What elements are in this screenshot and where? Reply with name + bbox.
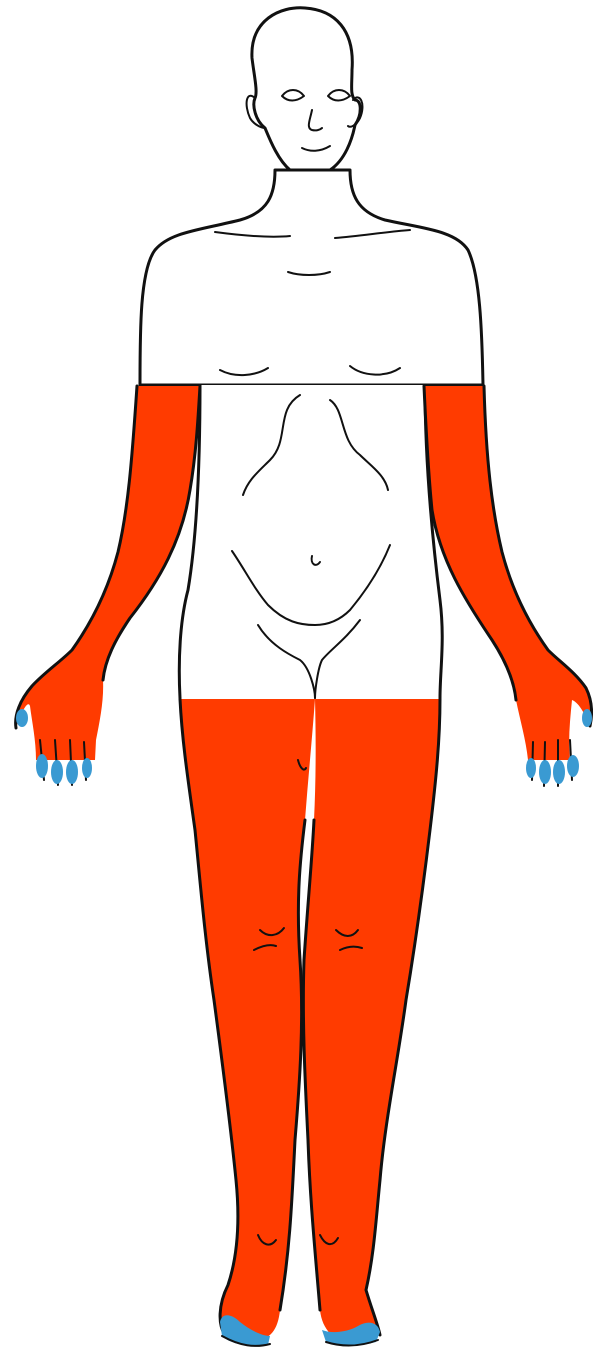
right-fingertip [526,758,536,778]
left-fingertip [16,709,28,727]
affected-region-legs [180,699,440,1342]
right-leg-red [303,699,440,1342]
left-fingertip [51,760,63,784]
left-fingertip [66,760,78,784]
right-fingertip [567,755,579,777]
left-fingertip [82,758,92,778]
left-fingertip [36,754,48,778]
torso [140,170,483,385]
body-outline [140,8,483,698]
right-fingertip [539,760,551,784]
left-leg-red [180,699,315,1340]
right-fingertip [582,709,592,727]
right-fingertip [553,760,565,784]
left-arm-red [16,386,200,760]
torso-lower [179,385,442,698]
